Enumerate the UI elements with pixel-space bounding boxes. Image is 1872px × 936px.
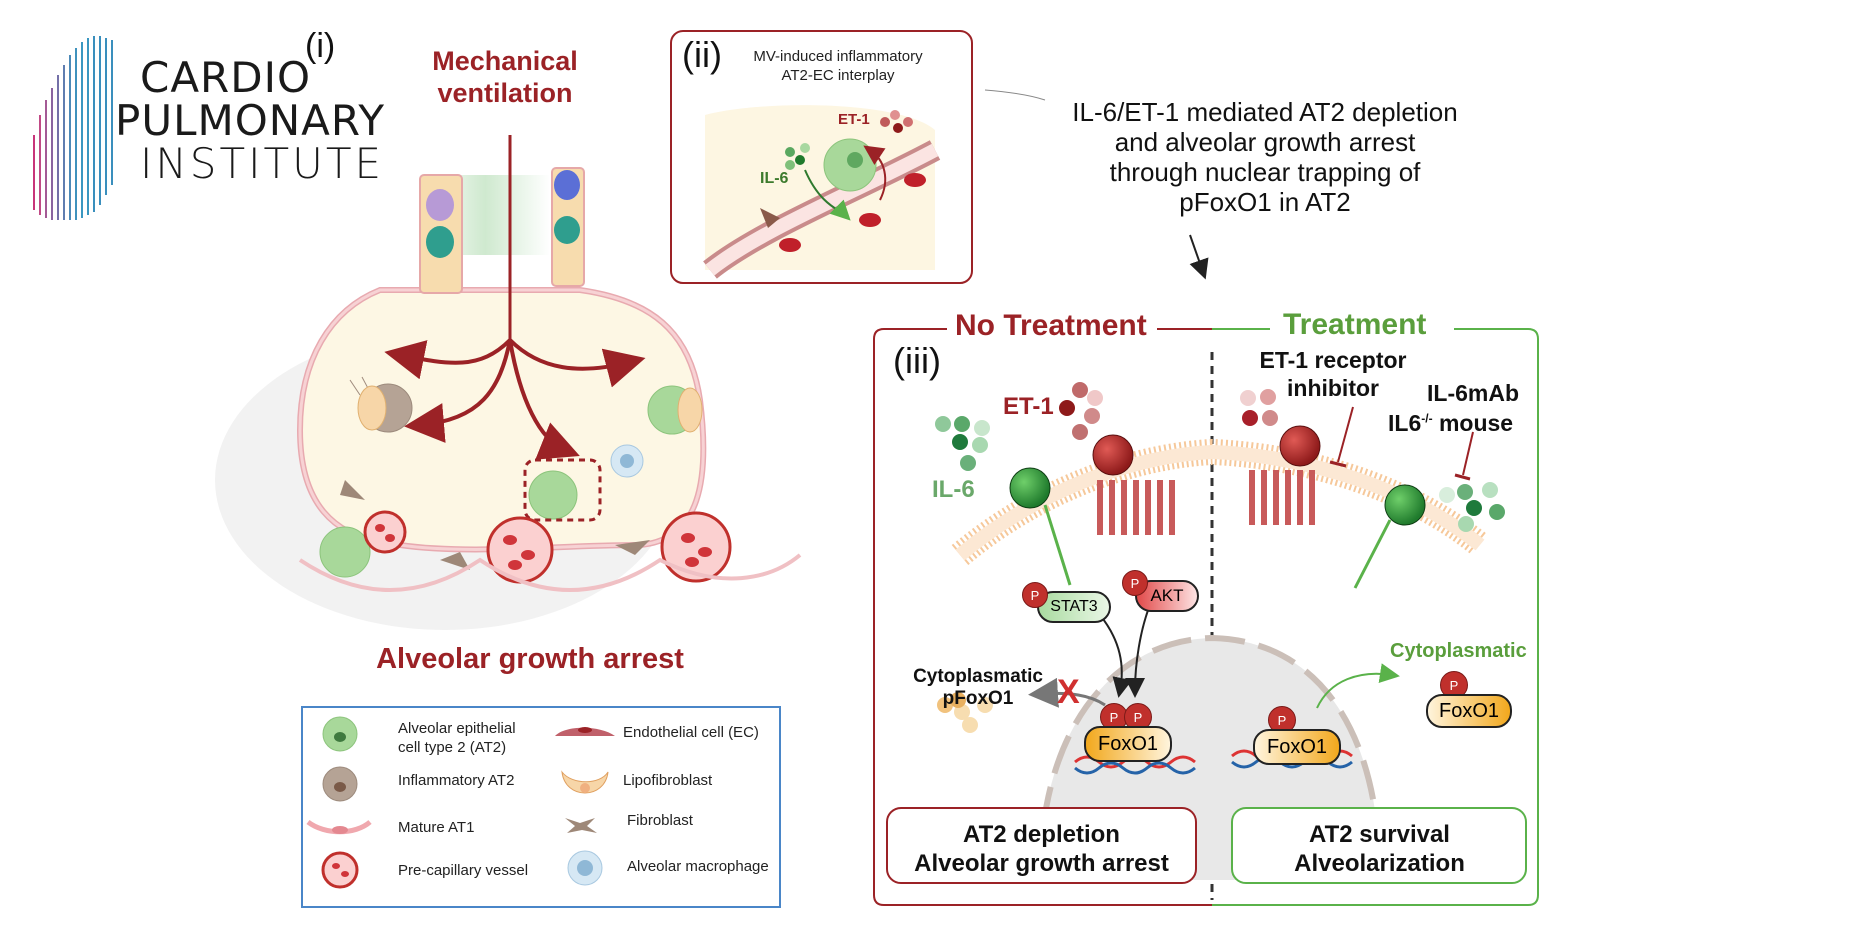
- legend-item-pre-capillary-vessel: Pre-capillary vessel: [398, 862, 529, 879]
- cyto-line2: pFoxO1: [942, 688, 1014, 709]
- il6-ligands-inhibited: [1439, 482, 1505, 532]
- akt-protein: AKT: [1135, 580, 1199, 612]
- phospho-badge-akt: P: [1122, 570, 1148, 596]
- mv-title-line1: Mechanical: [432, 46, 578, 76]
- stat3-arrow: [1099, 614, 1133, 698]
- outcome-box-treatment: [1231, 807, 1527, 884]
- mechanical-ventilation-title: Mechanical ventilation: [410, 45, 600, 109]
- panel-ii-title: MV-induced inflammatory AT2-EC interplay: [728, 47, 948, 85]
- logo-line-cardio: CARDIO: [140, 53, 312, 102]
- panel-ii-et1-label: ET-1: [838, 111, 870, 128]
- outcome-nt-line1: AT2 depletion: [963, 821, 1120, 848]
- pre-capillary-vessel-icon: [321, 851, 359, 889]
- inhibitor-line1: ET-1 receptor: [1259, 347, 1407, 373]
- il6-ligand-bound: [1009, 467, 1051, 509]
- blocked-x-icon: X: [1057, 673, 1080, 711]
- legend-at2-line1: Alveolar epithelial: [398, 720, 516, 737]
- lipofibroblast-icon: [561, 770, 609, 794]
- no-treatment-header: No Treatment: [955, 309, 1147, 342]
- et1-receptor-inhibitor-label: ET-1 receptor inhibitor: [1258, 346, 1408, 402]
- panel-ii-label: (ii): [682, 34, 722, 75]
- inhibitor-line: [1337, 406, 1354, 463]
- legend-at2-line2: cell type 2 (AT2): [398, 738, 507, 756]
- mv-title-line2: ventilation: [437, 78, 573, 108]
- legend-item-mature-at1: Mature AT1: [398, 819, 475, 836]
- il6-label: IL-6: [932, 476, 975, 503]
- et1-ligands: [1059, 382, 1103, 440]
- alveolus-illustration: [215, 135, 802, 630]
- outcome-t-line1: AT2 survival: [1309, 821, 1450, 848]
- panel-ii-frame: [670, 30, 973, 284]
- summary-line2: and alveolar growth arrest: [1114, 127, 1416, 157]
- panel-ii-title-line1: MV-induced inflammatory: [753, 48, 923, 65]
- summary-line1: IL-6/ET-1 mediated AT2 depletion: [1072, 97, 1458, 127]
- outcome-t-line2: Alveolarization: [1294, 850, 1465, 877]
- legend-box: [301, 706, 781, 908]
- logo-mark-icon: [33, 36, 113, 220]
- export-arrow: [1316, 663, 1400, 709]
- legend-item-lipofibroblast: Lipofibroblast: [623, 772, 713, 789]
- phospho-badge-stat3: P: [1022, 582, 1048, 608]
- il6-receptor-treatment: [1384, 484, 1426, 526]
- export-blocked-arrow: [1028, 677, 1106, 708]
- et1-ligands-inhibited: [1240, 389, 1278, 426]
- et1-receptor-treatment: [1249, 470, 1315, 525]
- outcome-no-treatment: AT2 depletion Alveolar growth arrest: [886, 820, 1197, 878]
- panel-ii-il6-label: IL-6: [760, 170, 789, 187]
- legend-item-endothelial-cell: Endothelial cell (EC): [623, 724, 759, 741]
- il6ko-suffix: mouse: [1432, 410, 1514, 436]
- summary-arrow: [1189, 234, 1209, 280]
- summary-line3: through nuclear trapping of: [1109, 157, 1421, 187]
- cytoplasmatic-label-treatment: Cytoplasmatic: [1390, 640, 1527, 662]
- legend-item-alveolar-macrophage: Alveolar macrophage: [627, 858, 769, 875]
- foxo1-cytoplasmic: FoxO1: [1426, 694, 1512, 728]
- panel-ii-title-line2: AT2-EC interplay: [781, 67, 895, 84]
- il6ko-prefix: IL6: [1388, 410, 1422, 436]
- alveolar-macrophage-icon: [567, 850, 603, 886]
- panel-i-label: (i): [305, 27, 336, 65]
- summary-text: IL-6/ET-1 mediated AT2 depletion and alv…: [1045, 97, 1485, 217]
- cytoplasmatic-pfoxo1-dots: [937, 692, 993, 733]
- outcome-treatment: AT2 survival Alveolarization: [1232, 820, 1527, 878]
- et1-ligand-bound: [1092, 434, 1134, 476]
- il6ko-sup: -/-: [1421, 411, 1433, 426]
- cytoplasmatic-pfoxo1-label: Cytoplasmatic pFoxO1: [898, 666, 1058, 710]
- outcome-box-no-treatment: [886, 807, 1197, 884]
- et1-label: ET-1: [1003, 393, 1054, 420]
- il6-knockout-mouse-label: IL6-/- mouse: [1388, 410, 1513, 437]
- connector-line: [984, 89, 1046, 101]
- pre-capillary-vessel: [363, 510, 732, 584]
- inhibitor-line2: inhibitor: [1287, 375, 1379, 401]
- foxo1-nuclear-treatment: FoxO1: [1253, 729, 1341, 765]
- legend-item-at2: Alveolar epithelial cell type 2 (AT2): [398, 720, 516, 758]
- alveolar-growth-arrest-caption: Alveolar growth arrest: [376, 643, 684, 675]
- stat3-protein: STAT3: [1037, 591, 1111, 623]
- inflammatory-at2-icon: [322, 766, 358, 802]
- il6-receptor: [1043, 504, 1072, 586]
- mature-at1-icon: [306, 819, 372, 835]
- outcome-nt-line2: Alveolar growth arrest: [914, 850, 1169, 877]
- legend-icons: [306, 716, 615, 889]
- il6-ligands: [935, 416, 990, 471]
- fibroblast-icon: [565, 818, 597, 833]
- endothelial-cell-icon: [555, 727, 615, 736]
- foxo1-nuclear-no-treatment: FoxO1: [1084, 726, 1172, 762]
- legend-item-inflammatory-at2: Inflammatory AT2: [398, 772, 515, 789]
- et1-ligand-blocked: [1279, 425, 1321, 467]
- logo-line-pulmonary: PULMONARY: [115, 96, 386, 145]
- treatment-header: Treatment: [1283, 308, 1427, 341]
- cyto-line1: Cytoplasmatic: [913, 666, 1043, 687]
- il6mab-label: IL-6mAb: [1427, 380, 1519, 406]
- panel-ii-illustration: [703, 105, 941, 279]
- panel-iii-label: (iii): [893, 340, 941, 381]
- at2-cell-icon: [322, 716, 358, 752]
- et1-receptor: [1097, 480, 1175, 535]
- akt-arrow: [1125, 604, 1151, 698]
- summary-line4: pFoxO1 in AT2: [1179, 187, 1351, 217]
- logo-line-institute: INSTITUTE: [140, 139, 385, 188]
- il6mab-inhibitor-line: [1462, 431, 1474, 476]
- legend-item-fibroblast: Fibroblast: [627, 812, 693, 829]
